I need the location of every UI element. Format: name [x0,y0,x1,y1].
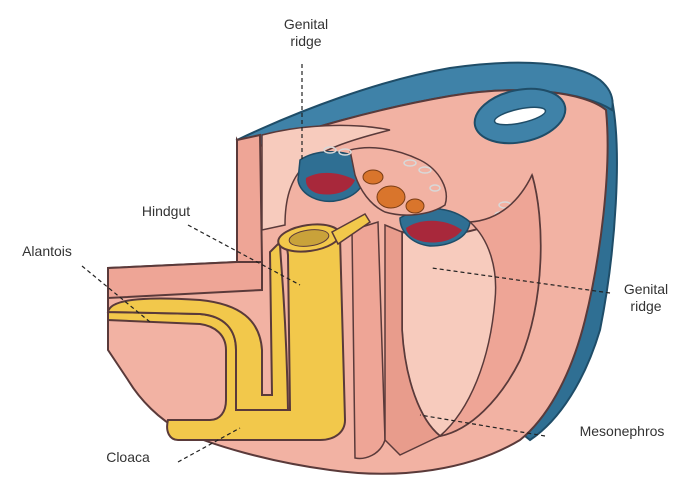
central-mesentery [349,146,447,216]
mesonephros-column-3 [437,172,542,438]
hindgut-duct [331,213,372,246]
label-genital-ridge-right: Genital ridge [623,281,669,314]
mesentery-strand-1 [236,133,264,263]
genital-ridge-right-red [406,220,462,243]
vessel-orange-2 [376,185,406,209]
label-hindgut: Hindgut [141,203,191,219]
dorsal-cavity [261,124,391,231]
hindgut-lumen [288,229,330,247]
leader-cloaca [177,427,241,463]
leader-mesonephros [419,414,546,437]
vessel-orange-3 [405,198,425,214]
genital-ridge-left-red [305,172,355,195]
leader-genital-ridge-right [431,267,611,294]
label-cloaca: Cloaca [106,449,150,465]
vessel-orange-1 [362,169,384,185]
leader-alantois [81,265,151,323]
hindgut-tube-front [106,239,290,411]
label-mesonephros: Mesonephros [579,423,665,439]
leader-hindgut [187,224,301,286]
label-genital-ridge-top: Genital ridge [283,16,329,49]
label-alantois: Alantois [22,243,72,259]
mesentery-strand-2 [107,261,263,300]
neural-canal [493,106,547,126]
